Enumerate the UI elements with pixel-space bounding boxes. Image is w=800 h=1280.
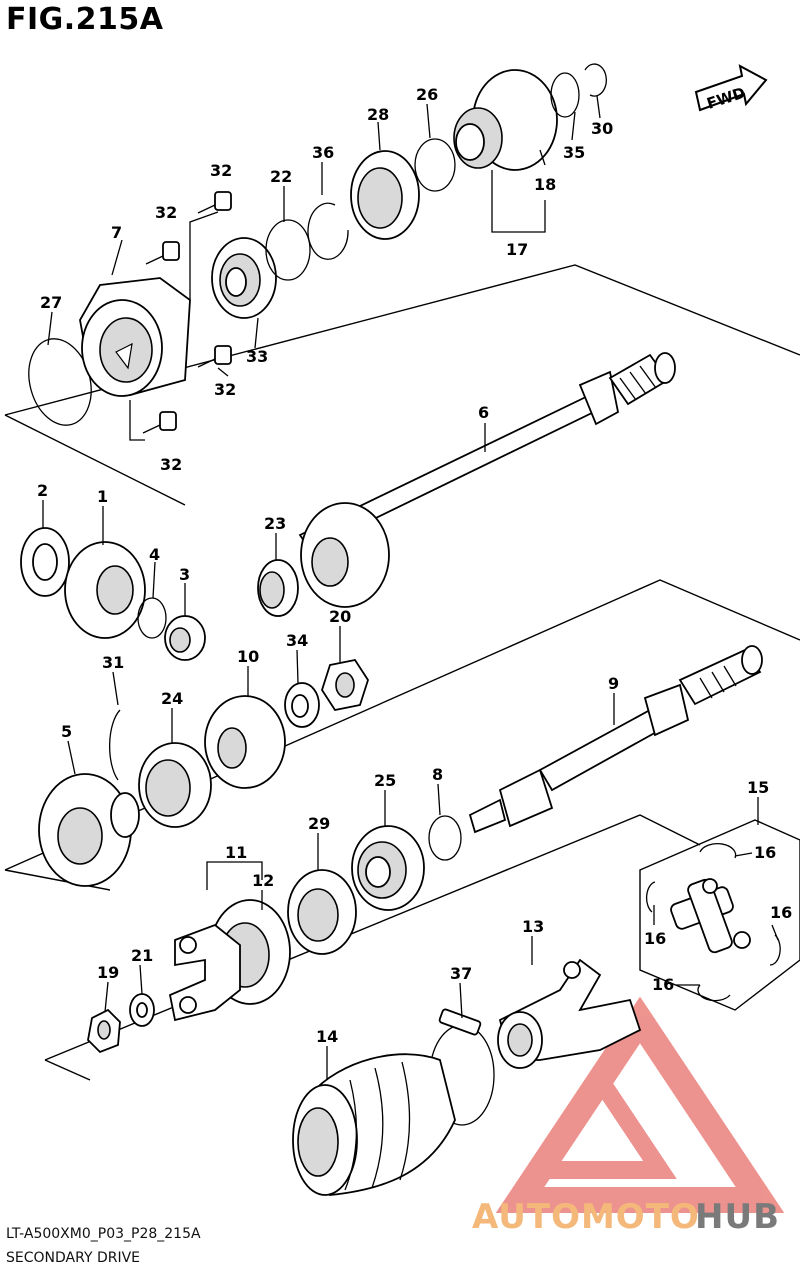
bearing-33 [211,237,277,319]
callout-17: 17 [506,240,528,259]
callout-15: 15 [747,778,769,797]
shaft-6 [298,352,676,552]
watermark-logo [495,996,785,1213]
callout-34: 34 [286,631,308,650]
bolt-32-b [145,241,180,265]
figure-title: FIG.215A [6,2,164,37]
bevel-gear-1 [64,541,146,639]
callout-12: 12 [252,871,274,890]
o-ring-26 [414,138,456,192]
nut-3 [164,615,206,661]
callout-21: 21 [131,946,153,965]
callout-7: 7 [111,223,122,242]
shaft-9 [468,645,763,834]
callout-2: 2 [37,481,48,500]
cover-18 [453,69,558,171]
universal-joint-cross-15 [670,878,751,954]
callout-32-c: 32 [214,380,236,399]
leader-lines [42,95,779,1080]
callout-29: 29 [308,814,330,833]
ring-22 [265,219,311,281]
watermark-text-automoto: AUTOMOTO [472,1197,700,1237]
bolt-32-a [197,191,232,214]
callout-16-c: 16 [770,903,792,922]
frame-joint-kit [639,819,800,1011]
callout-11: 11 [225,843,247,862]
callout-19: 19 [97,963,119,982]
yoke-flange-11 [168,899,291,1022]
frame-top [4,264,800,416]
yoke-13 [497,958,642,1069]
washer-4 [137,597,167,639]
callout-13: 13 [522,917,544,936]
circlip-16-c [769,934,781,966]
roller-bearing-24 [138,742,212,828]
callout-33: 33 [246,347,268,366]
callout-14: 14 [316,1027,338,1046]
callout-24: 24 [161,689,183,708]
callout-32-b: 32 [155,203,177,222]
callout-5: 5 [61,722,72,741]
drive-gear-on-shaft-6 [300,502,390,608]
callout-35: 35 [563,143,585,162]
callout-16-a: 16 [754,843,776,862]
washer-21 [129,993,155,1027]
gear-10 [204,695,286,789]
callout-8: 8 [432,765,443,784]
nut-19 [87,1008,121,1054]
circlip-16-a [699,843,737,859]
callout-1: 1 [97,487,108,506]
callout-36: 36 [312,143,334,162]
diagram-caption: SECONDARY DRIVE [6,1250,141,1266]
bolt-32-d [142,411,177,434]
boot-14 [292,1053,456,1196]
callout-10: 10 [237,647,259,666]
circlip-30 [584,63,607,97]
callout-4: 4 [149,545,160,564]
circlip-31 [108,709,121,781]
circlip-16-b [645,881,656,913]
callout-16-b: 16 [644,929,666,948]
callout-30: 30 [591,119,613,138]
callout-27: 27 [40,293,62,312]
washer-34 [284,682,320,728]
callout-23: 23 [264,514,286,533]
callout-6: 6 [478,403,489,422]
model-code: LT-A500XM0_P03_P28_215A [6,1226,201,1242]
oil-seal-29 [287,869,357,955]
fwd-arrow-icon: FWD [694,64,768,113]
ball-bearing-25 [351,825,425,911]
callout-22: 22 [270,167,292,186]
circlip-16-d [697,984,731,1002]
oil-seal-28 [350,150,420,240]
callout-25: 25 [374,771,396,790]
callout-20: 20 [329,607,351,626]
callout-9: 9 [608,674,619,693]
needle-bearing-23 [257,559,299,617]
callout-18: 18 [534,175,556,194]
ring-8 [428,815,462,861]
callout-16-d: 16 [652,975,674,994]
shim-2 [20,527,70,597]
watermark-text-hub: HUB [695,1197,780,1237]
bolt-32-c [197,345,232,368]
callout-numbers: 7 27 32 32 32 32 33 22 36 28 26 35 30 18… [37,85,792,1046]
callout-28: 28 [367,105,389,124]
callout-37: 37 [450,964,472,983]
callout-26: 26 [416,85,438,104]
ring-35 [550,72,580,118]
watermark-text: AUTOMOTO HUB [472,1197,780,1237]
bevel-gear-5 [38,773,140,887]
callout-32-d: 32 [160,455,182,474]
callout-3: 3 [179,565,190,584]
bearing-housing-7 [79,277,191,397]
nut-20 [321,658,369,712]
callout-32-a: 32 [210,161,232,180]
circlip-36 [307,202,349,260]
callout-31: 31 [102,653,124,672]
